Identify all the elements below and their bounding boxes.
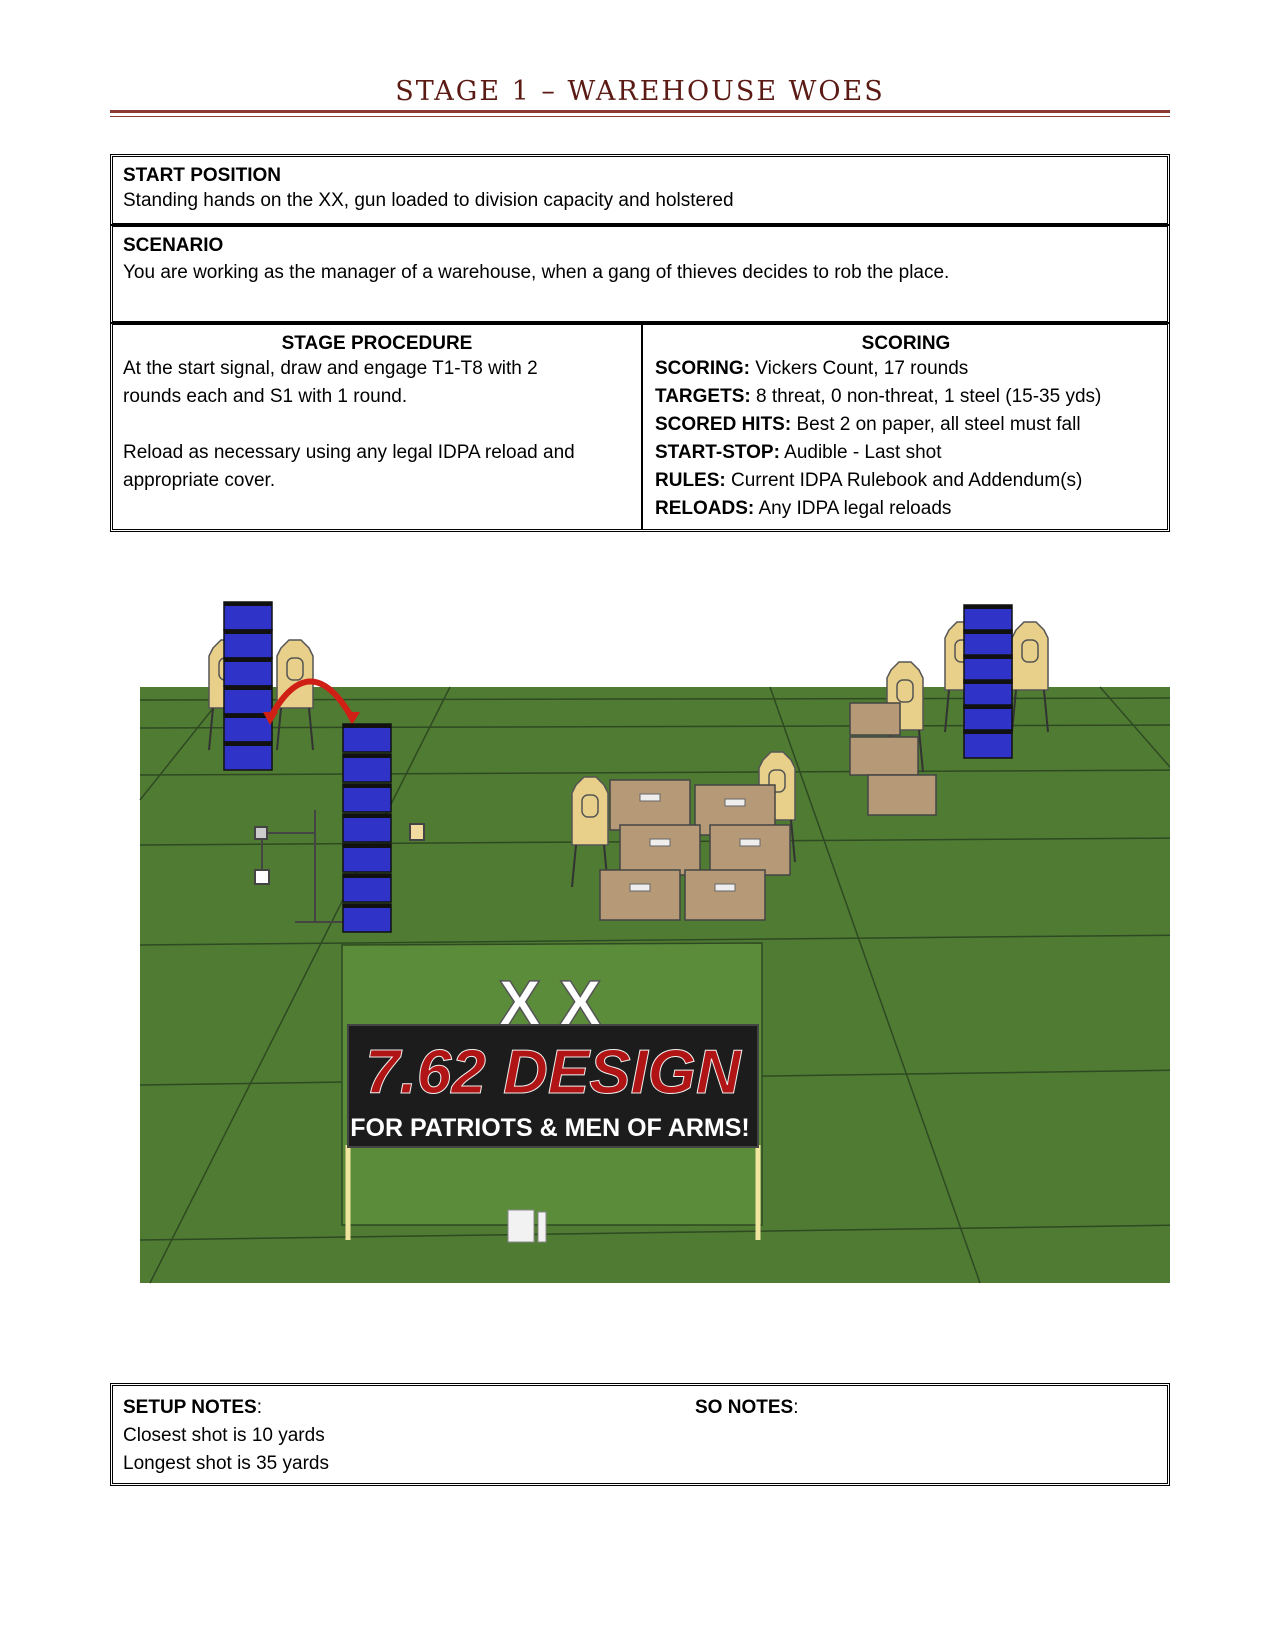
scoring-row-value: Current IDPA Rulebook and Addendum(s) <box>725 470 1083 491</box>
start-position-text: Standing hands on the XX, gun loaded to … <box>123 190 734 211</box>
scoring-row-value: 8 threat, 0 non-threat, 1 steel (15-35 y… <box>750 386 1102 407</box>
scoring-row: START-STOP: Audible - Last shot <box>655 439 1157 467</box>
title-rule <box>110 110 1170 113</box>
crate-wall-center <box>599 779 791 921</box>
scoring-row-value: Audible - Last shot <box>779 442 942 463</box>
scenario-heading: SCENARIO <box>123 235 224 256</box>
scenario-text: You are working as the manager of a ware… <box>123 262 950 283</box>
crate-stack-right <box>849 702 937 816</box>
so-notes-column: SO NOTES: <box>685 1386 1167 1483</box>
notes-box: SETUP NOTES: Closest shot is 10 yards Lo… <box>110 1383 1170 1486</box>
scoring-row: RULES: Current IDPA Rulebook and Addendu… <box>655 467 1157 495</box>
setup-note: Closest shot is 10 yards <box>123 1425 325 1446</box>
table-icon <box>507 1209 547 1243</box>
stage-diagram-svg: X X 7.62 DESIGN FOR PATRIOTS & MEN OF AR… <box>139 601 1191 1284</box>
so-notes-heading: SO NOTES <box>695 1397 794 1418</box>
setup-notes-column: SETUP NOTES: Closest shot is 10 yards Lo… <box>113 1386 683 1483</box>
sponsor-banner <box>347 1024 759 1148</box>
start-position-heading: START POSITION <box>123 165 281 186</box>
banner-title: 7.62 DESIGN <box>365 1038 742 1107</box>
stage-diagram: X X 7.62 DESIGN FOR PATRIOTS & MEN OF AR… <box>110 600 1191 1360</box>
procedure-line-1: At the start signal, draw and engage T1-… <box>123 358 538 379</box>
scoring-row-value: Any IDPA legal reloads <box>754 498 952 519</box>
scoring-heading: SCORING <box>861 333 951 354</box>
scoring-row: SCORING: Vickers Count, 17 rounds <box>655 355 1157 383</box>
barrel-stack-back-right <box>963 604 1013 759</box>
start-position-box: START POSITION Standing hands on the XX,… <box>110 154 1170 226</box>
scoring-row-label: START-STOP: <box>655 442 780 463</box>
scoring-row-value: Best 2 on paper, all steel must fall <box>791 414 1081 435</box>
procedure-column: STAGE PROCEDURE At the start signal, dra… <box>113 325 643 529</box>
arrow-icon <box>267 678 355 720</box>
scoring-row: SCORED HITS: Best 2 on paper, all steel … <box>655 411 1157 439</box>
scoring-row: TARGETS: 8 threat, 0 non-threat, 1 steel… <box>655 383 1157 411</box>
scoring-row-value: Vickers Count, 17 rounds <box>750 358 969 379</box>
scenario-box: SCENARIO You are working as the manager … <box>110 224 1170 324</box>
scoring-row-label: RELOADS: <box>655 498 755 519</box>
procedure-scoring-box: STAGE PROCEDURE At the start signal, dra… <box>110 322 1170 532</box>
procedure-heading: STAGE PROCEDURE <box>281 333 473 354</box>
scoring-column: SCORING SCORING: Vickers Count, 17 round… <box>645 325 1167 529</box>
setup-notes-heading: SETUP NOTES <box>123 1397 257 1418</box>
scoring-row-label: SCORING: <box>655 358 750 379</box>
procedure-line-3: Reload as necessary using any legal IDPA… <box>123 442 575 463</box>
barrel-stack-back-left <box>223 601 273 771</box>
banner-subtitle: FOR PATRIOTS & MEN OF ARMS! <box>350 1114 750 1142</box>
scoring-row-label: TARGETS: <box>655 386 751 407</box>
procedure-line-4: appropriate cover. <box>123 470 276 491</box>
scoring-row-label: SCORED HITS: <box>655 414 792 435</box>
page-title: STAGE 1 – WAREHOUSE WOES <box>395 76 885 107</box>
scoring-row: RELOADS: Any IDPA legal reloads <box>655 495 1157 523</box>
procedure-line-2: rounds each and S1 with 1 round. <box>123 386 408 407</box>
activator-frame <box>254 810 425 923</box>
so-notes-heading-line: SO NOTES: <box>695 1397 799 1418</box>
setup-notes-heading-line: SETUP NOTES: <box>123 1397 263 1418</box>
barrel-stack-front <box>342 723 392 933</box>
scoring-row-label: RULES: <box>655 470 726 491</box>
setup-note: Longest shot is 35 yards <box>123 1453 329 1474</box>
title-rule-thin <box>110 116 1170 117</box>
